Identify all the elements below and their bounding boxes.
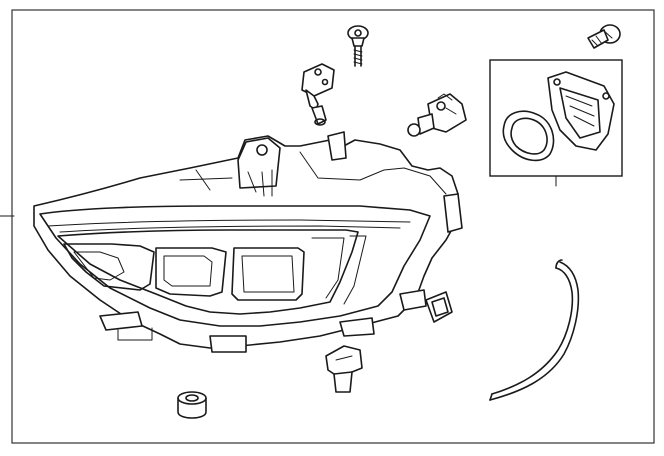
diagram-frame [11, 9, 655, 444]
bulb-socket [407, 93, 467, 137]
adjusting-screw [347, 25, 369, 67]
headlamp-assembly [33, 131, 463, 353]
cover-with-seal-kit [489, 59, 623, 187]
bracket [325, 345, 363, 393]
grommet [177, 391, 207, 419]
bracket-fastener [301, 63, 335, 126]
clip [425, 291, 453, 323]
wiring-harness [489, 259, 580, 401]
mounting-bolt [587, 24, 621, 49]
